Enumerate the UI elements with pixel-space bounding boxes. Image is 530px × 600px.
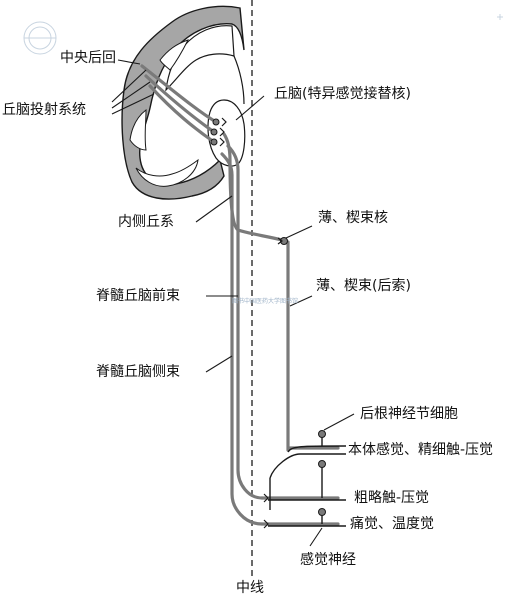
thalamus-cell-1 (212, 118, 220, 126)
label-anterior-spinothalamic-tract: 脊髓丘脑前束 (96, 288, 180, 304)
logo-icon (23, 21, 57, 55)
crude-touch-ganglion-cell (318, 460, 326, 468)
label-crude-touch-pressure: 粗略触-压觉 (354, 490, 430, 506)
thalamic-projection-fibers (140, 64, 218, 144)
thalamus (207, 99, 246, 167)
sensory-nerve-lines (268, 436, 347, 527)
label-lateral-spinothalamic-tract: 脊髓丘脑侧束 (96, 364, 180, 380)
synapse-marks (219, 117, 283, 529)
label-pain-temperature: 痛觉、温度觉 (350, 516, 434, 532)
thalamus-cell-3 (210, 138, 218, 146)
watermark-text: 图书中国医药大学图书馆 (232, 298, 299, 305)
label-medial-lemniscus: 内侧丘系 (118, 214, 174, 230)
neuron-cell-bodies (210, 118, 326, 516)
label-postcentral-gyrus: 中央后回 (60, 50, 116, 66)
label-sensory-nerve: 感觉神经 (300, 552, 356, 568)
label-dorsal-root-ganglion: 后根神经节细胞 (360, 406, 458, 422)
label-thalamus: 丘脑(特异感觉接替核) (274, 86, 411, 102)
star-mark-icon (497, 14, 503, 20)
thalamus-cell-2 (210, 128, 218, 136)
pain-ganglion-cell (318, 508, 326, 516)
leader-lines (111, 59, 355, 547)
label-gracile-cuneate-nuclei: 薄、楔束核 (318, 210, 388, 226)
cortex-hemisphere (121, 5, 245, 200)
dorsal-root-ganglion-cell (318, 430, 326, 438)
label-gracile-cuneate-fasciculus: 薄、楔束(后索) (316, 278, 411, 294)
label-thalamic-projection-system: 丘脑投射系统 (2, 102, 86, 118)
label-midline: 中线 (236, 580, 264, 596)
label-proprioception-fine-touch: 本体感觉、精细触-压觉 (348, 442, 494, 458)
gracile-cuneate-nucleus-cell (280, 237, 288, 245)
